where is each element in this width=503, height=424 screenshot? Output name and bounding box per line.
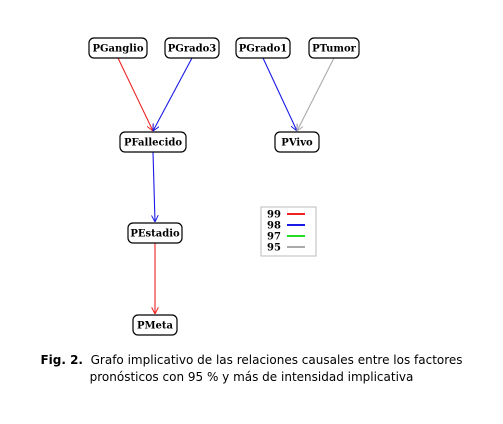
node-pganglio: PGanglio: [88, 37, 148, 59]
legend-label: 95: [267, 243, 281, 254]
edge-ptumor-to-pvivo: [297, 57, 335, 131]
node-label: PTumor: [312, 44, 357, 55]
legend-label: 98: [267, 221, 281, 232]
node-ptumor: PTumor: [308, 37, 360, 59]
node-box: [308, 37, 360, 59]
node-label: PEstadio: [130, 229, 180, 240]
edge-pganglio-to-pfallecido: [117, 57, 153, 131]
node-pvivo: PVivo: [274, 131, 320, 153]
node-label: PGrado3: [168, 44, 216, 55]
figure-caption: Fig. 2. Grafo implicativo de las relacio…: [20, 352, 483, 386]
node-box: [274, 131, 320, 153]
node-pgrado1: PGrado1: [235, 37, 291, 59]
node-box: [127, 222, 183, 244]
edge-pfallecido-to-pestadio: [153, 151, 155, 222]
node-box: [164, 37, 220, 59]
node-box: [235, 37, 291, 59]
figure-label: Fig. 2.: [40, 353, 83, 367]
legend-label: 97: [267, 232, 281, 243]
node-label: PVivo: [281, 138, 313, 149]
node-label: PFallecido: [124, 138, 182, 149]
node-box: [119, 131, 187, 153]
edges-layer: [117, 57, 335, 314]
node-pestadio: PEstadio: [127, 222, 183, 244]
node-box: [132, 314, 178, 336]
node-pmeta: PMeta: [132, 314, 178, 336]
node-label: PMeta: [137, 321, 174, 332]
legend-item-99: 99: [267, 210, 305, 221]
edge-pgrado3-to-pfallecido: [153, 57, 193, 131]
legend-item-97: 97: [267, 232, 305, 243]
figure-caption-text: Grafo implicativo de las relaciones caus…: [89, 353, 463, 384]
legend-item-95: 95: [267, 243, 305, 254]
legend-item-98: 98: [267, 221, 305, 232]
node-pfallecido: PFallecido: [119, 131, 187, 153]
node-pgrado3: PGrado3: [164, 37, 220, 59]
edge-pgrado1-to-pvivo: [262, 57, 297, 131]
node-box: [88, 37, 148, 59]
legend-label: 99: [267, 210, 281, 221]
node-label: PGrado1: [239, 44, 287, 55]
node-label: PGanglio: [92, 44, 143, 55]
